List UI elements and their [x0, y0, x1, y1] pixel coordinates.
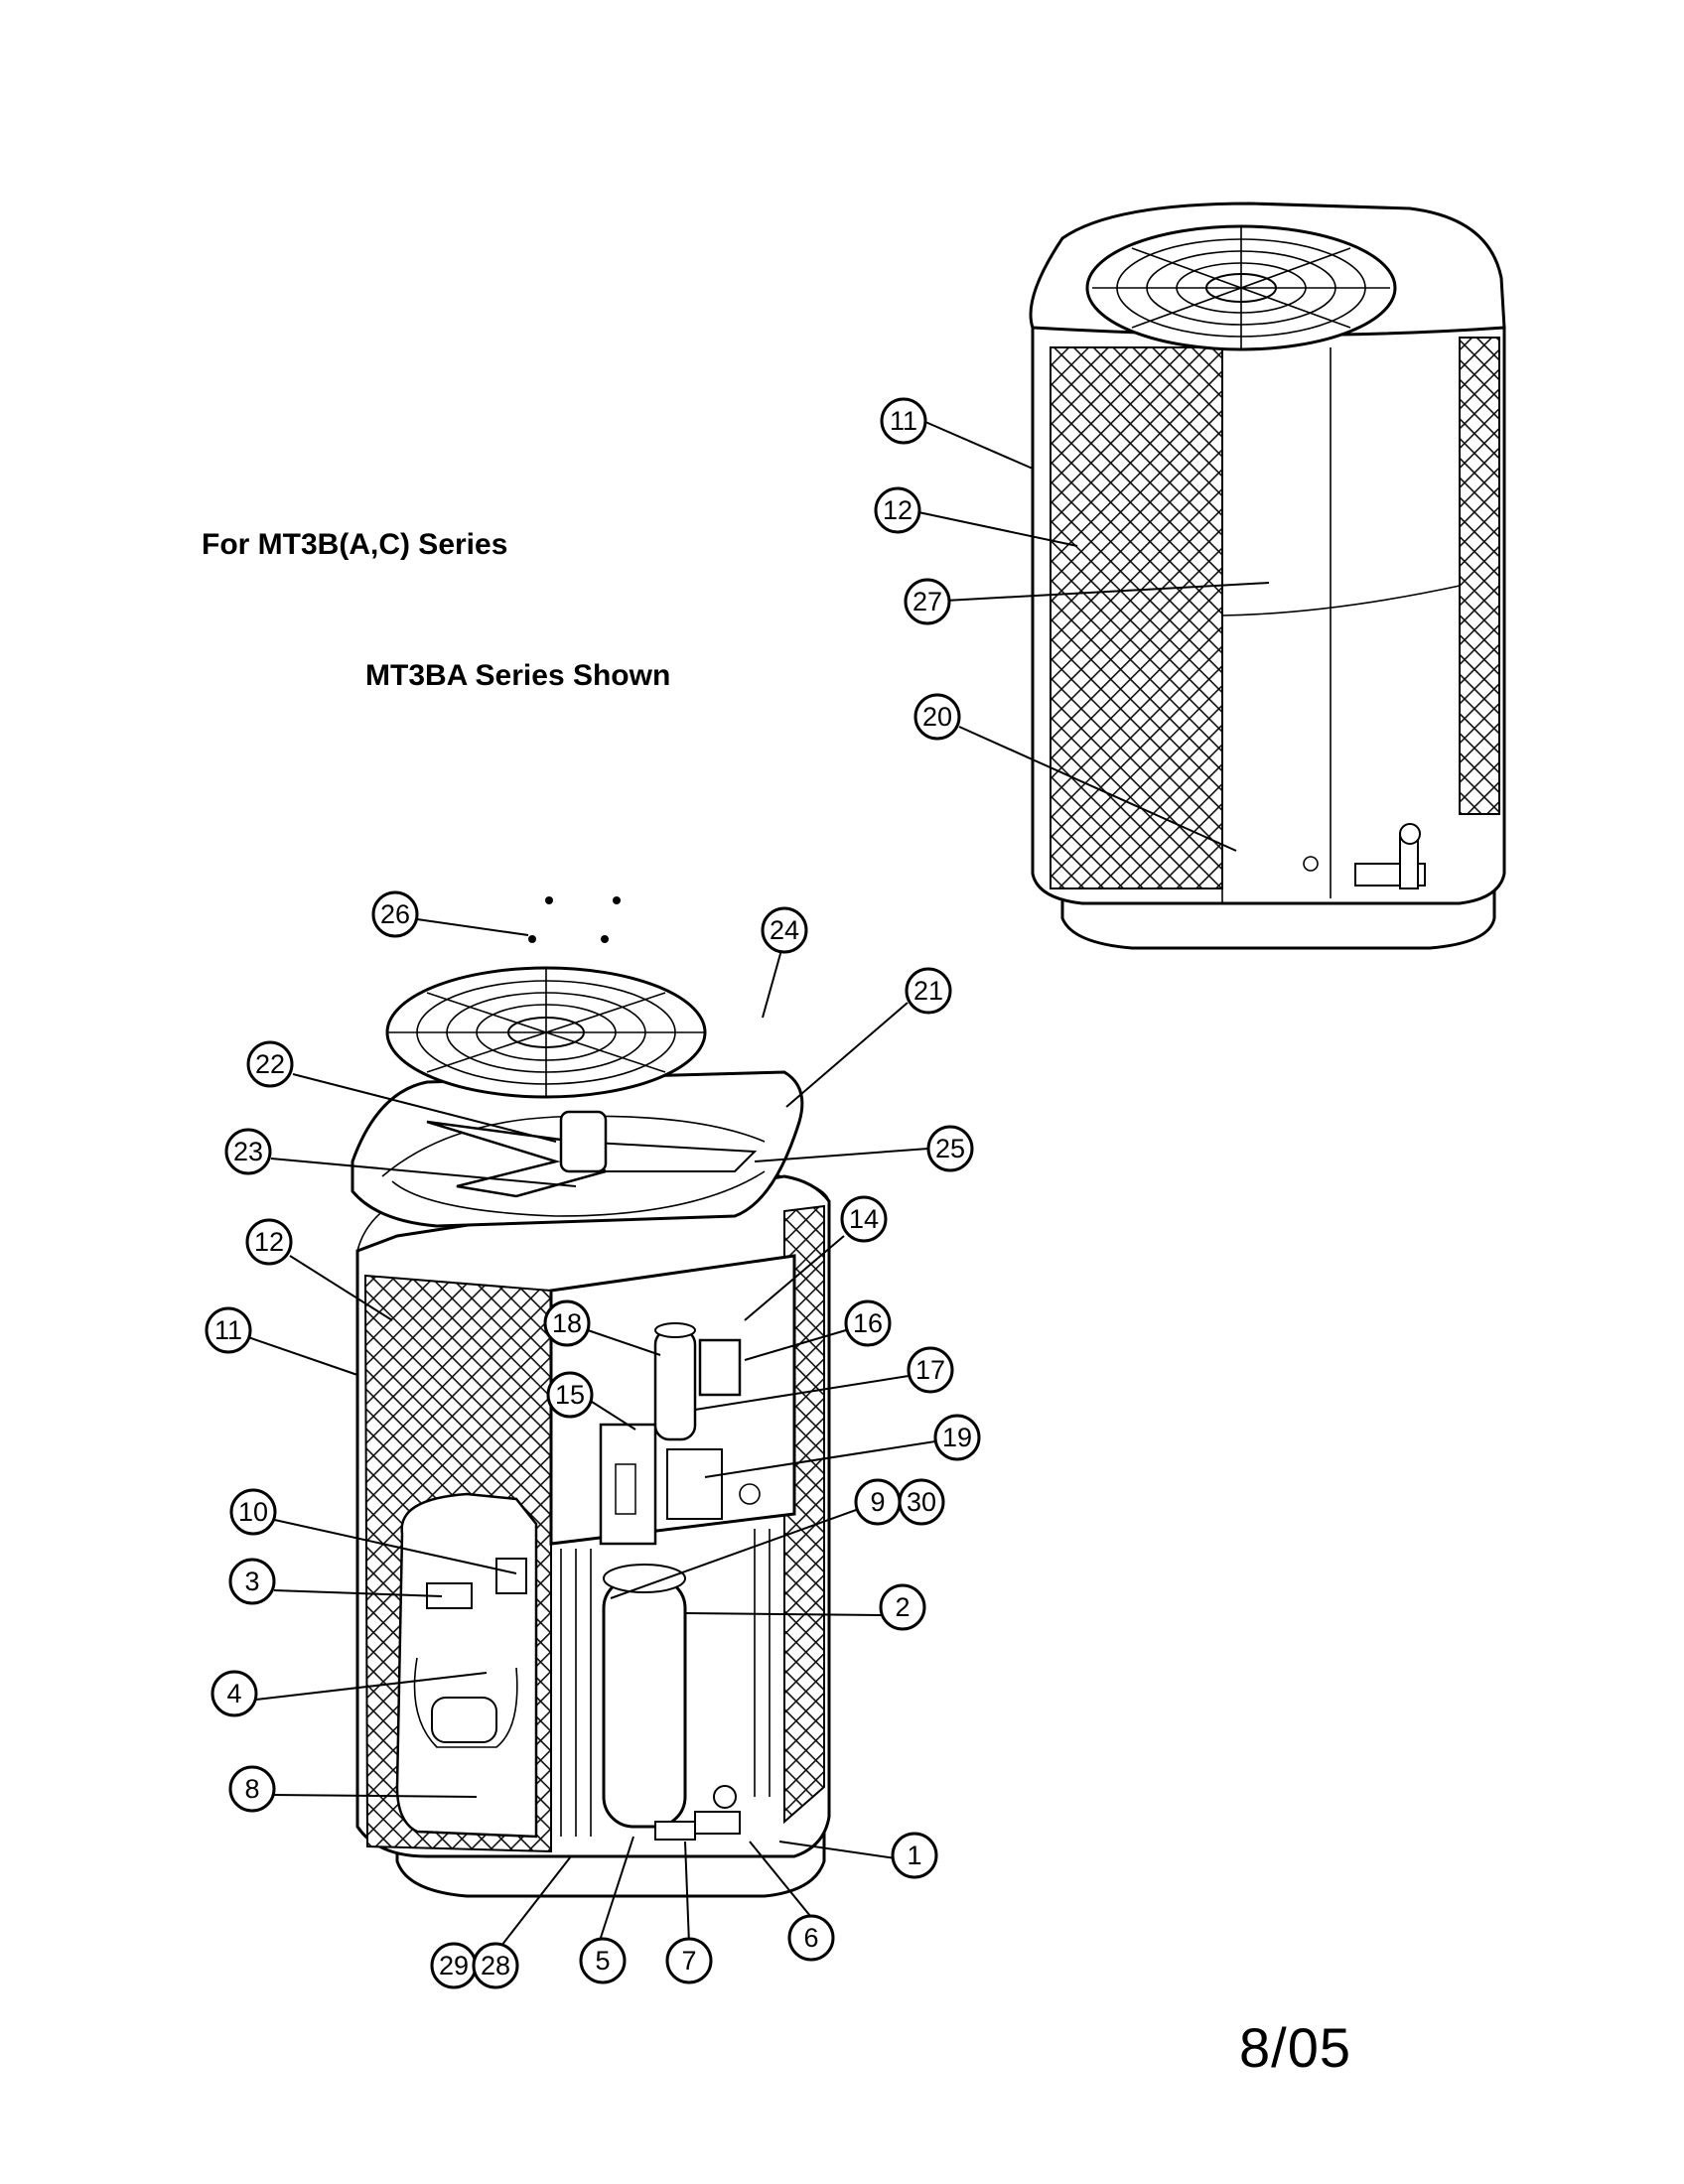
series-label: For MT3B(A,C) Series — [202, 528, 508, 561]
callout-28: 28 — [472, 1942, 519, 1989]
callout-number: 30 — [907, 1487, 936, 1517]
callout-11-top: 11 — [880, 397, 927, 445]
callout-12-exploded: 12 — [245, 1218, 293, 1266]
callout-10: 10 — [229, 1488, 277, 1536]
callout-number: 2 — [895, 1592, 910, 1622]
callout-number: 9 — [870, 1487, 885, 1517]
callout-19: 19 — [933, 1414, 981, 1461]
callout-25: 25 — [926, 1125, 974, 1172]
callout-number: 22 — [255, 1049, 285, 1079]
callout-16: 16 — [844, 1299, 892, 1347]
callout-number: 28 — [481, 1951, 510, 1980]
callout-17: 17 — [907, 1346, 954, 1394]
callout-number: 15 — [555, 1380, 585, 1410]
callout-number: 10 — [238, 1497, 268, 1527]
callout-1: 1 — [891, 1832, 938, 1879]
callout-number: 29 — [439, 1951, 469, 1980]
callout-number: 24 — [770, 915, 799, 945]
callout-4: 4 — [210, 1670, 258, 1717]
callout-number: 6 — [803, 1923, 818, 1953]
fan-guard-screws — [528, 896, 621, 943]
callout-number: 27 — [912, 587, 942, 616]
shown-series-label: MT3BA Series Shown — [365, 659, 671, 692]
callout-number: 12 — [254, 1227, 284, 1257]
callout-6: 6 — [787, 1914, 835, 1962]
callout-7: 7 — [665, 1937, 713, 1984]
callout-number: 7 — [681, 1946, 696, 1976]
callout-15: 15 — [546, 1371, 594, 1419]
callout-number: 11 — [890, 406, 917, 436]
callout-30: 30 — [898, 1478, 945, 1526]
callout-number: 4 — [226, 1679, 241, 1708]
callout-number: 12 — [883, 495, 912, 525]
callout-12-top: 12 — [874, 486, 921, 534]
callout-number: 20 — [922, 702, 952, 732]
contactor — [698, 1338, 742, 1397]
callout-14: 14 — [840, 1195, 888, 1243]
callout-number: 8 — [244, 1774, 259, 1804]
callout-20: 20 — [913, 693, 961, 741]
callout-number: 11 — [214, 1315, 242, 1345]
fan-motor — [559, 1110, 608, 1173]
assembled-unit — [1029, 202, 1506, 950]
exploded-unit — [351, 896, 831, 1898]
callout-number: 17 — [915, 1355, 945, 1385]
callout-2: 2 — [879, 1583, 926, 1631]
callout-29: 29 — [430, 1942, 478, 1989]
callout-number: 26 — [380, 899, 410, 929]
callout-number: 21 — [913, 976, 943, 1006]
leader-lines — [247, 421, 1270, 1947]
callout-27: 27 — [904, 578, 951, 625]
callout-21: 21 — [905, 967, 952, 1015]
callout-number: 5 — [595, 1946, 610, 1976]
callout-3: 3 — [228, 1558, 276, 1605]
callout-number: 1 — [907, 1841, 921, 1870]
callout-5: 5 — [579, 1937, 627, 1984]
callout-number: 3 — [244, 1567, 259, 1596]
callout-24: 24 — [761, 906, 808, 954]
callout-9: 9 — [854, 1478, 902, 1526]
capacitor — [653, 1328, 697, 1441]
revision-date: 8/05 — [1239, 2016, 1351, 2079]
compressor — [602, 1576, 687, 1829]
callout-number: 18 — [552, 1308, 582, 1338]
callout-23: 23 — [224, 1128, 272, 1175]
callout-18: 18 — [543, 1299, 591, 1347]
callout-number: 25 — [935, 1134, 965, 1163]
callout-26: 26 — [371, 890, 419, 938]
callout-8: 8 — [228, 1765, 276, 1813]
callout-number: 19 — [942, 1423, 972, 1452]
callout-22: 22 — [246, 1040, 294, 1088]
callout-11-exploded: 11 — [205, 1306, 252, 1354]
callout-number: 23 — [233, 1137, 263, 1166]
coil-guard-mesh — [1050, 346, 1223, 889]
callout-number: 16 — [853, 1308, 883, 1338]
callout-number: 14 — [849, 1204, 879, 1234]
